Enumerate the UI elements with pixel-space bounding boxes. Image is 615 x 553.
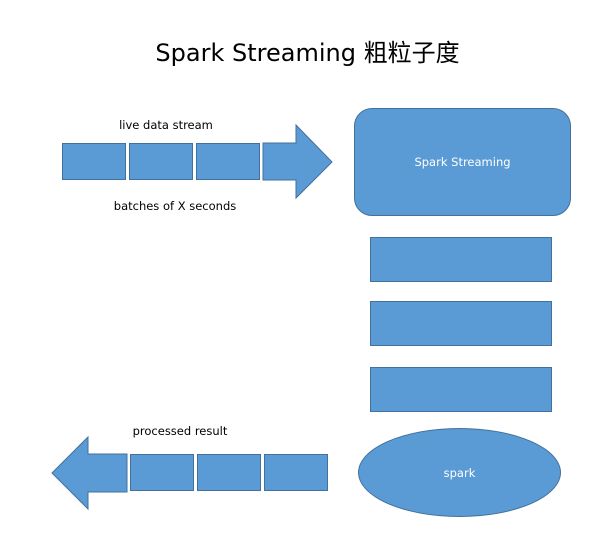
diagram-title: Spark Streaming 粗粒子度 bbox=[155, 39, 460, 67]
spark-ellipse: spark bbox=[358, 428, 561, 517]
input-batch-block-3 bbox=[196, 143, 260, 180]
batches-label: batches of X seconds bbox=[113, 199, 237, 213]
spark-streaming-box: Spark Streaming bbox=[354, 108, 571, 216]
processed-result-label: processed result bbox=[132, 424, 228, 438]
output-batch-block-1 bbox=[130, 454, 194, 491]
output-batch-block-2 bbox=[197, 454, 261, 491]
input-batch-block-1 bbox=[62, 143, 126, 180]
spark-streaming-label: Spark Streaming bbox=[414, 155, 511, 169]
spark-label: spark bbox=[443, 465, 476, 480]
output-batch-block-3 bbox=[264, 454, 328, 491]
input-batch-block-2 bbox=[129, 143, 193, 180]
batch-block-1 bbox=[370, 237, 552, 282]
input-arrow bbox=[262, 123, 333, 200]
batch-block-3 bbox=[370, 367, 552, 412]
output-arrow bbox=[51, 435, 128, 511]
live-data-stream-label: live data stream bbox=[119, 118, 213, 132]
batch-block-2 bbox=[370, 301, 552, 346]
